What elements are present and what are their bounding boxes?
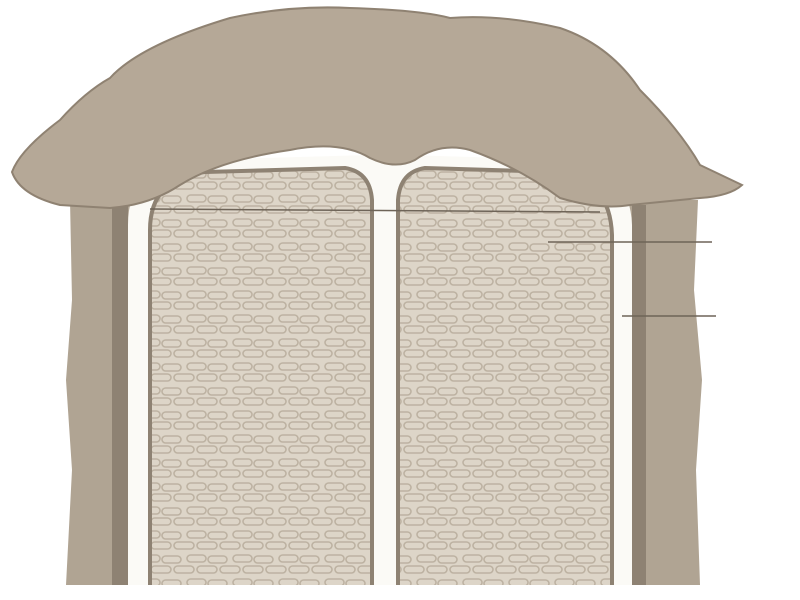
panel-right-texture — [398, 168, 612, 585]
panel-left-texture — [150, 168, 372, 585]
outer-wall-left-shading — [112, 205, 128, 585]
outer-wall-right-shading — [632, 205, 646, 585]
